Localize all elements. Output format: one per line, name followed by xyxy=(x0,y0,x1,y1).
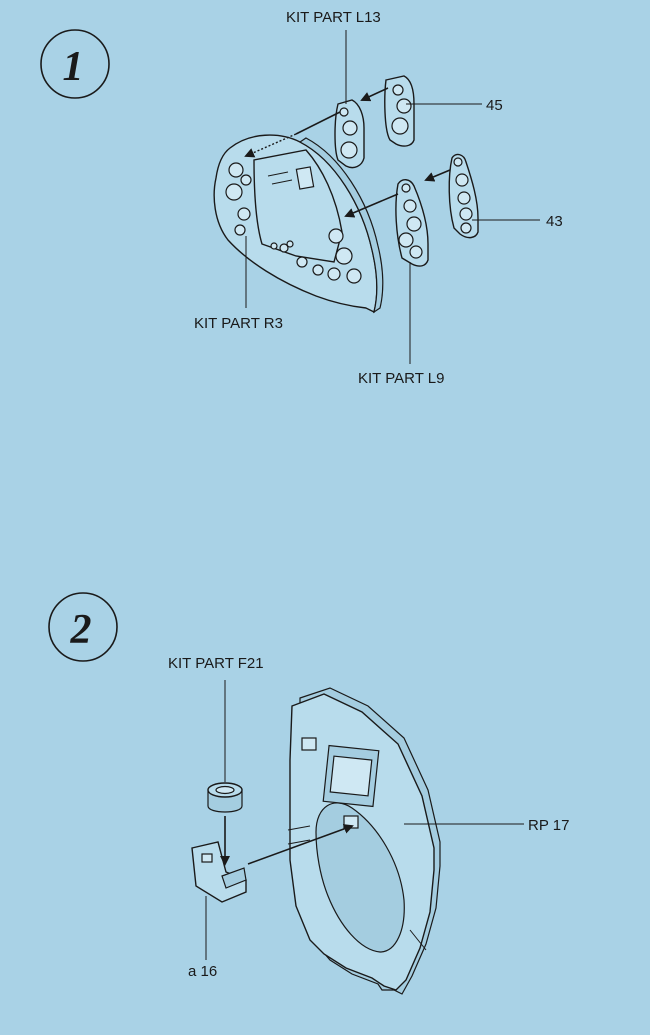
arrow-l13-to-panel-dashed xyxy=(244,133,297,158)
label-43: 43 xyxy=(546,213,563,230)
label-45: 45 xyxy=(486,97,503,114)
arrow-45-to-l13 xyxy=(360,87,389,102)
label-rp17: RP 17 xyxy=(528,817,569,834)
step-2-circle xyxy=(48,592,118,662)
part-f21 xyxy=(207,782,243,813)
label-a16: a 16 xyxy=(188,963,217,980)
label-kit-part-l9: KIT PART L9 xyxy=(358,370,444,387)
arrow-a16-to-rp17 xyxy=(247,824,354,865)
decal-43 xyxy=(448,153,479,239)
step-1-badge: 1 xyxy=(40,29,110,99)
decal-45 xyxy=(384,75,415,147)
label-kit-part-f21: KIT PART F21 xyxy=(168,655,264,672)
step-2-number: 2 xyxy=(70,607,92,653)
part-l9 xyxy=(395,179,429,267)
step-1: 1 xyxy=(40,9,563,387)
part-a16 xyxy=(191,841,247,903)
bulkhead-rp17 xyxy=(287,687,441,995)
arrow-43-to-l9 xyxy=(424,169,451,182)
step-1-circle xyxy=(40,29,110,99)
step-1-number: 1 xyxy=(63,44,84,90)
step-2-badge: 2 xyxy=(48,592,118,662)
instrument-panel-r3 xyxy=(213,134,384,314)
step-2: 2 xyxy=(48,592,569,995)
label-kit-part-l13: KIT PART L13 xyxy=(286,9,381,26)
label-kit-part-r3: KIT PART R3 xyxy=(194,315,283,332)
part-l13 xyxy=(334,99,365,169)
arrow-l13-to-panel xyxy=(295,111,341,135)
arrow-l9-to-panel xyxy=(344,193,399,218)
